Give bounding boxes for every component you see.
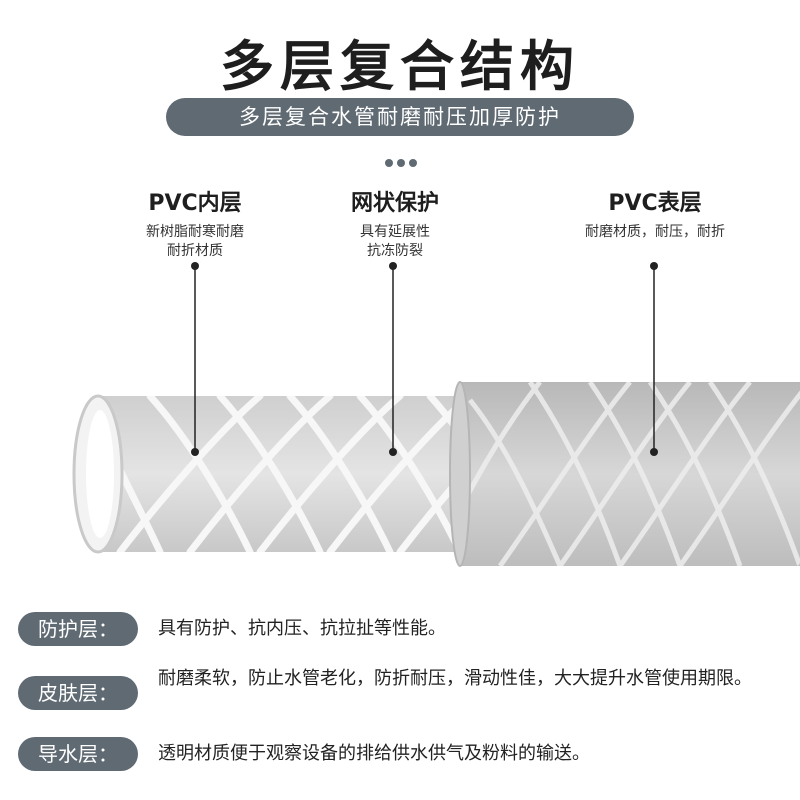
callout-dot-icon (389, 448, 397, 456)
dots-divider (383, 152, 419, 171)
feature-text: 透明材质便于观察设备的排给供水供气及粉料的输送。 (158, 743, 590, 764)
layer-label-inner: PVC内层 新树脂耐寒耐磨 耐折材质 (105, 185, 285, 261)
feature-text: 具有防护、抗内压、抗拉扯等性能。 (158, 618, 446, 639)
layer-name: 网状保护 (350, 191, 439, 216)
layer-desc: 新树脂耐寒耐磨 (146, 224, 244, 240)
tube-opening-hole (86, 410, 114, 538)
layer-desc: 抗冻防裂 (367, 243, 423, 259)
feature-label: 导水层： (18, 737, 138, 771)
callout-dot-icon (191, 448, 199, 456)
layer-desc: 耐磨材质，耐压，耐折 (585, 224, 725, 240)
layer-label-outer: PVC表层 耐磨材质，耐压，耐折 (530, 185, 780, 242)
dot-icon (385, 159, 393, 167)
feature-label: 防护层： (18, 612, 138, 646)
layer-desc: 耐折材质 (167, 243, 223, 259)
hose-illustration (72, 262, 800, 567)
callout-dot-icon (191, 262, 199, 270)
feature-text: 耐磨柔软，防止水管老化，防折耐压，滑动性佳，大大提升水管使用期限。 (158, 668, 752, 689)
feature-label: 皮肤层： (18, 676, 138, 710)
outer-tube-edge (449, 381, 471, 567)
subtitle-banner: 多层复合水管耐磨耐压加厚防护 (166, 98, 634, 136)
callout-dot-icon (650, 262, 658, 270)
callout-dot-icon (650, 448, 658, 456)
outer-tube (460, 382, 800, 566)
layer-desc: 具有延展性 (360, 224, 430, 240)
callout-dot-icon (389, 262, 397, 270)
layer-name: PVC表层 (608, 191, 702, 216)
dot-icon (409, 159, 417, 167)
dot-icon (397, 159, 405, 167)
page-title: 多层复合结构 (220, 35, 580, 98)
outer-mesh (460, 382, 800, 566)
layer-name: PVC内层 (148, 191, 242, 216)
inner-tube (98, 396, 498, 552)
layer-label-mesh: 网状保护 具有延展性 抗冻防裂 (305, 185, 485, 261)
